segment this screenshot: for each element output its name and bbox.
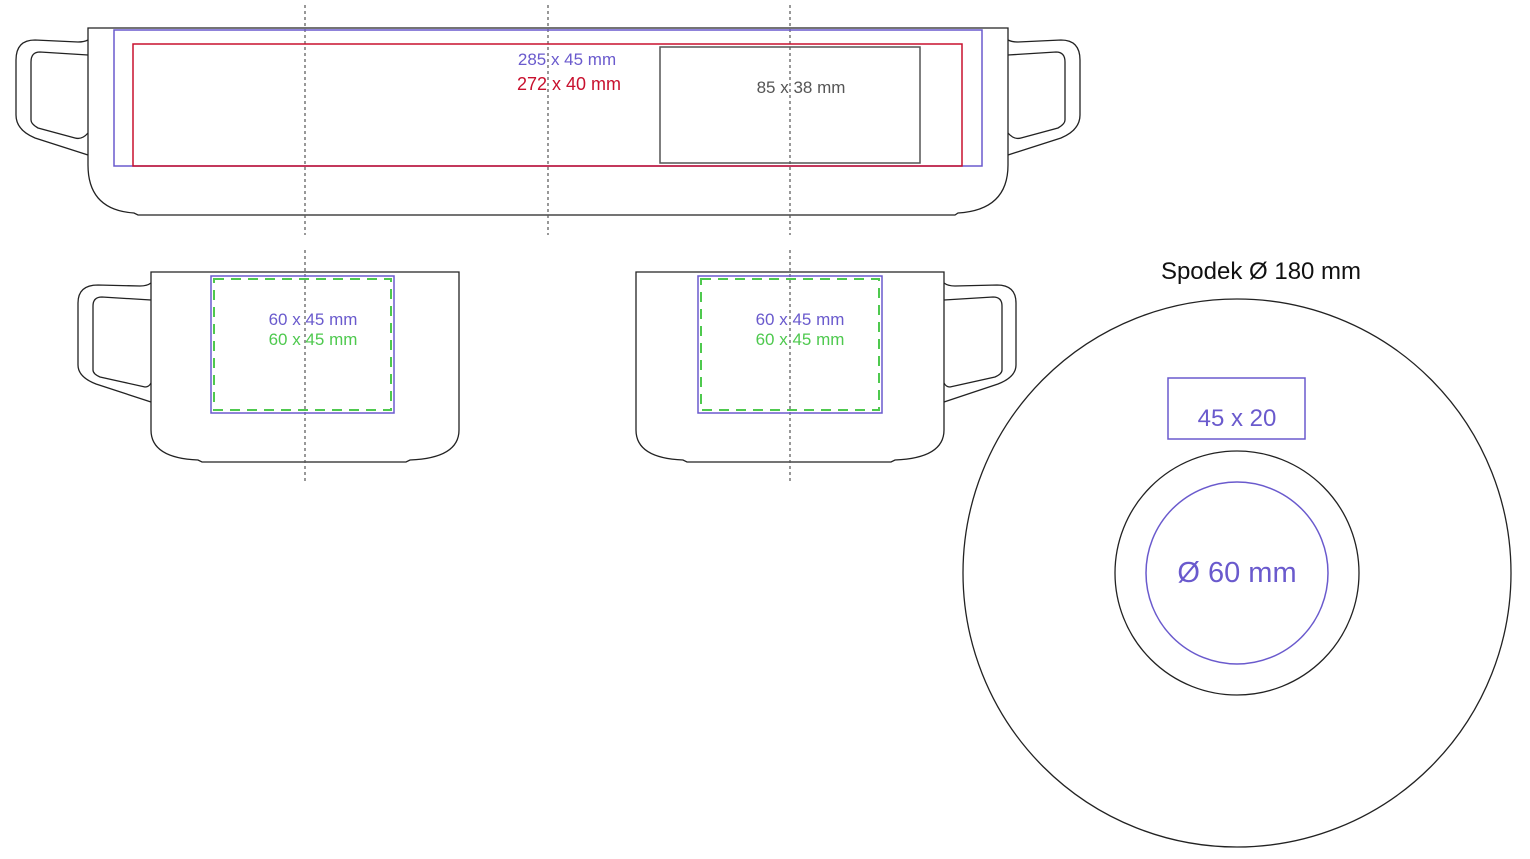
saucer-rect-area: [1167, 377, 1306, 440]
left-print-area: [210, 275, 395, 414]
wrap-logo-label: 85 x 38 mm: [756, 78, 846, 97]
left-mug-handle: [77, 282, 152, 403]
saucer-circle-area: [1145, 481, 1329, 665]
wrap-mug-left-handle: [15, 39, 89, 156]
left-inner-area: [213, 278, 392, 411]
left-outer-label: 60 x 45 mm: [268, 310, 358, 329]
wrap-safe-area: [132, 43, 963, 167]
wrap-mug-body: [87, 27, 1009, 216]
saucer-outer-circle: [962, 298, 1512, 848]
wrap-inner-label: 272 x 40 mm: [516, 74, 622, 94]
right-mug-body: [635, 271, 945, 463]
saucer-circle-label: Ø 60 mm: [1177, 557, 1297, 589]
left-inner-label: 60 x 45 mm: [268, 330, 358, 349]
right-inner-label: 60 x 45 mm: [755, 330, 845, 349]
saucer-rect-label: 45 x 20: [1197, 405, 1277, 432]
right-mug-handle: [943, 282, 1017, 403]
saucer-inner-circle: [1114, 450, 1360, 696]
right-outer-label: 60 x 45 mm: [755, 310, 845, 329]
wrap-outer-label: 285 x 45 mm: [517, 50, 617, 69]
left-mug-body: [150, 271, 460, 463]
right-inner-area: [700, 278, 880, 411]
wrap-logo-area: [659, 46, 921, 164]
saucer-title: Spodek Ø 180 mm: [1160, 258, 1362, 285]
right-print-area: [697, 275, 883, 414]
wrap-mug-right-handle: [1007, 39, 1081, 156]
